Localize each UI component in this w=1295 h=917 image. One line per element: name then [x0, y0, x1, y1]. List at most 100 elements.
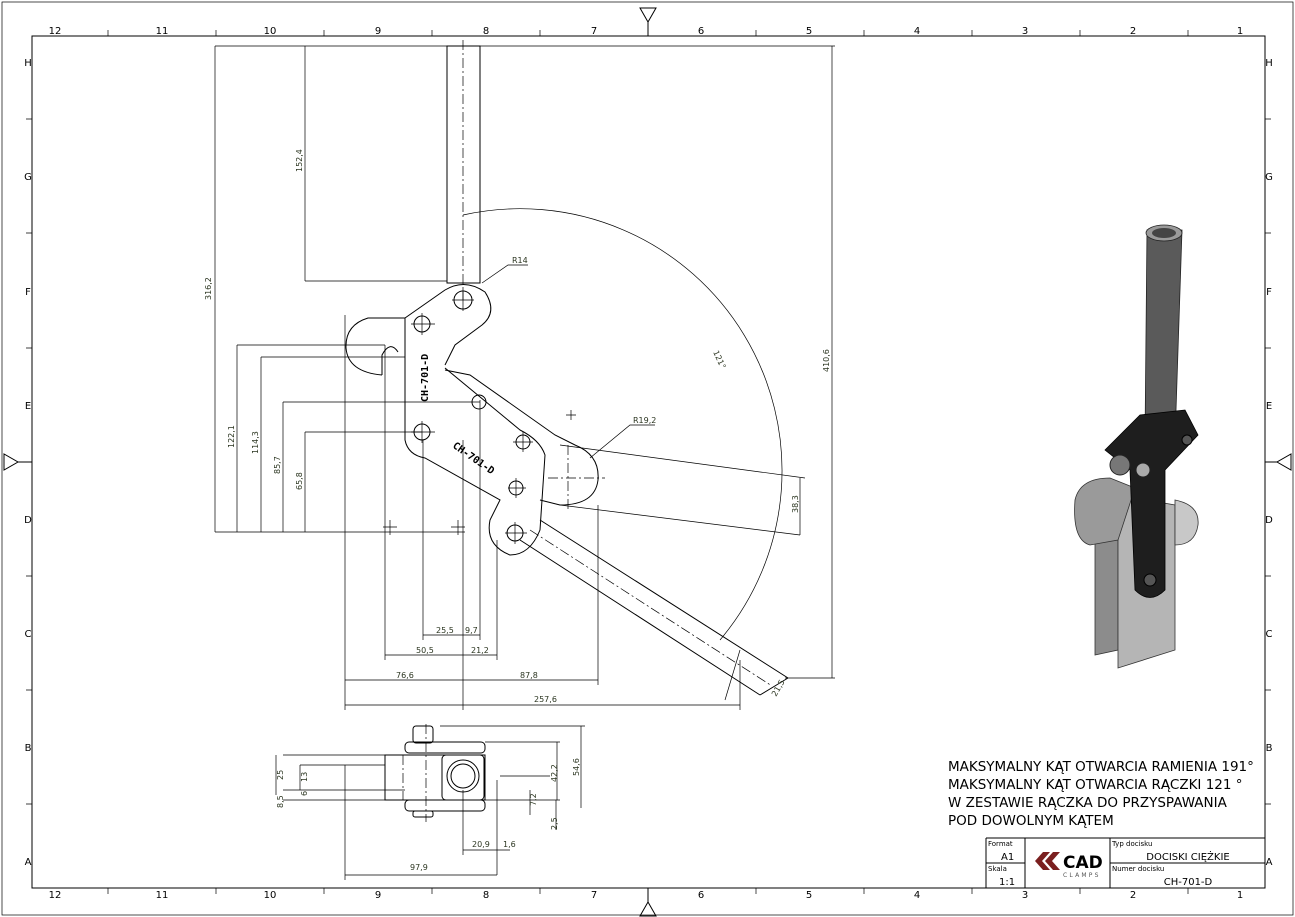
columns-7-label: 5 [806, 26, 812, 37]
title-block-format-label-label: Format [988, 840, 1013, 848]
rows-5-label: C [25, 629, 32, 640]
columns-6-label: 6 [698, 890, 704, 901]
dims-d76-6-label: 76,6 [396, 671, 414, 680]
top-view: 25 13 6 8,5 42,2 54,6 7,2 2,5 20,9 1,6 9… [275, 724, 585, 880]
title-block-logo-subtext-label: CLAMPS [1063, 872, 1101, 879]
rows-0-label: H [1265, 58, 1273, 69]
handle-extension [519, 519, 789, 696]
dims-d114-label: 114,3 [251, 431, 260, 454]
title-block: Format A1 Skala 1:1 CAD CLAMPS Typ docis… [985, 837, 1266, 888]
rows-6-label: B [1266, 743, 1273, 754]
dims-d13-label: 13 [300, 772, 309, 782]
rows-1-label: G [24, 172, 32, 183]
title-block-format-value-label: A1 [1001, 852, 1014, 863]
rows-4-label: D [1265, 515, 1273, 526]
columns-8-label: 4 [914, 890, 920, 901]
dims-d9-7-label: 9,7 [465, 626, 478, 635]
dims-d42-2-label: 42,2 [550, 764, 559, 782]
centering-marks [3, 7, 1292, 917]
handle-tube [446, 45, 481, 284]
notes-1-label: MAKSYMALNY KĄT OTWARCIA RĄCZKI 121 ° [948, 777, 1243, 793]
dims-d1-6-label: 1,6 [503, 840, 516, 849]
title-block-number-value-label: CH-701-D [1164, 877, 1213, 888]
iso-handle-tube [1144, 229, 1183, 441]
grid-ticks [26, 30, 1271, 894]
columns-0-label: 12 [49, 890, 62, 901]
dims-d122-label: 122,1 [227, 425, 236, 448]
dims-d87-8-label: 87,8 [520, 671, 538, 680]
notes-3-label: POD DOWOLNYM KĄTEM [948, 813, 1114, 829]
rows-1-label: G [1265, 172, 1273, 183]
columns-5-label: 7 [591, 26, 597, 37]
columns-8-label: 4 [914, 26, 920, 37]
grid-row-labels-left: H G F E D C B A [24, 58, 32, 868]
dims-d50-5-label: 50,5 [416, 646, 434, 655]
rows-0-label: H [24, 58, 32, 69]
title-block-type-label-label: Typ docisku [1111, 840, 1152, 848]
dims-d54-6-label: 54,6 [572, 758, 581, 776]
dims-d20-9-label: 20,9 [472, 840, 490, 849]
columns-9-label: 3 [1022, 26, 1028, 37]
dims-r19-label: R19,2 [633, 416, 656, 425]
dims-d25-5-label: 25,5 [436, 626, 454, 635]
columns-5-label: 7 [591, 890, 597, 901]
rows-5-label: C [1266, 629, 1273, 640]
columns-10-label: 2 [1130, 890, 1136, 901]
columns-4-label: 8 [483, 890, 489, 901]
dims-d2-5-label: 2,5 [550, 817, 559, 830]
dims-d25-label: 25 [276, 770, 285, 780]
notes-0-label: MAKSYMALNY KĄT OTWARCIA RAMIENIA 191° [948, 759, 1254, 775]
dims-d410-label: 410,6 [822, 349, 831, 372]
columns-2-label: 10 [264, 26, 277, 37]
rows-3-label: E [25, 401, 31, 412]
dims-d21-5-label: 21,5 [770, 678, 787, 698]
rows-2-label: F [1266, 287, 1272, 298]
rows-6-label: B [25, 743, 32, 754]
part-marking-link: CH-701-D [450, 440, 496, 477]
dims-d152-label: 152,4 [295, 149, 304, 172]
columns-4-label: 8 [483, 26, 489, 37]
clamp-body [404, 318, 546, 556]
title-block-type-value-label: DOCISKI CIĘŻKIE [1146, 850, 1229, 863]
dims-d38-label: 38,3 [791, 495, 800, 513]
dims-d8-5-label: 8,5 [276, 795, 285, 808]
dims-d257-6-label: 257,6 [534, 695, 557, 704]
columns-7-label: 5 [806, 890, 812, 901]
columns-11-label: 1 [1237, 26, 1243, 37]
dims-d6-label: 6 [300, 791, 309, 796]
rows-2-label: F [25, 287, 31, 298]
front-view: CH-701-D CH-701-D 152,4 316,2 410,6 R14 … [204, 40, 835, 710]
columns-3-label: 9 [375, 890, 381, 901]
columns-1-label: 11 [156, 890, 169, 901]
dims-d85-label: 85,7 [273, 456, 282, 474]
dims-d65-label: 65,8 [295, 472, 304, 490]
grid-column-labels-top: 12 11 10 9 8 7 6 5 4 3 2 1 [49, 26, 1244, 37]
columns-1-label: 11 [156, 26, 169, 37]
opening-arc [462, 208, 783, 641]
notes-2-label: W ZESTAWIE RĄCZKA DO PRZYSPAWANIA [948, 795, 1228, 811]
columns-3-label: 9 [375, 26, 381, 37]
rows-3-label: E [1266, 401, 1272, 412]
dims-angle-label: 121° [711, 349, 727, 370]
rows-7-label: A [1266, 857, 1273, 868]
columns-2-label: 10 [264, 890, 277, 901]
dims-d316-label: 316,2 [204, 277, 213, 300]
title-block-scale-label-label: Skala [988, 865, 1007, 873]
columns-9-label: 3 [1022, 890, 1028, 901]
drawing-notes: MAKSYMALNY KĄT OTWARCIA RAMIENIA 191° MA… [948, 759, 1254, 829]
grid-row-labels-right: H G F E D C B A [1265, 58, 1273, 868]
cad-clamps-logo: CAD CLAMPS [1035, 852, 1103, 879]
title-block-number-label-label: Numer docisku [1112, 865, 1164, 873]
dims-d7-2-label: 7,2 [529, 793, 538, 806]
title-block-logo-text-label: CAD [1063, 853, 1103, 873]
rows-4-label: D [24, 515, 32, 526]
columns-10-label: 2 [1130, 26, 1136, 37]
title-block-scale-value-label: 1:1 [999, 877, 1015, 888]
columns-6-label: 6 [698, 26, 704, 37]
columns-0-label: 12 [49, 26, 62, 37]
dims-d21-2-label: 21,2 [471, 646, 489, 655]
part-marking-arm: CH-701-D [420, 354, 431, 402]
dims-d97-9-label: 97,9 [410, 863, 428, 872]
